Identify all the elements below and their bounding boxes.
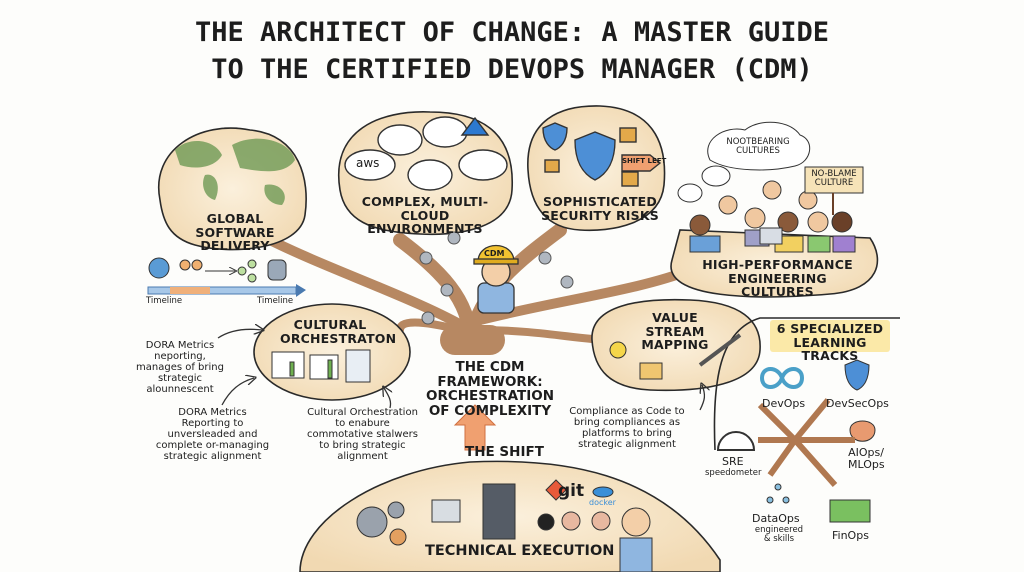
folder-icon [639, 362, 663, 380]
track-sre-sub: speedometer [705, 468, 762, 478]
shield-icon [542, 122, 662, 187]
cloud-icons [344, 116, 508, 191]
multi-cloud-label: COMPLEX, MULTI-CLOUD ENVIRONMENTS [361, 194, 489, 236]
security-risks-label: SOPHISTICATED SECURITY RISKS [541, 194, 659, 223]
compliance-note: Compliance as Code to bring compliances … [569, 406, 685, 450]
thought-cloud [707, 121, 810, 171]
pen-icon [698, 333, 742, 367]
docker-icon [592, 486, 614, 498]
tracks-highlight [770, 320, 890, 352]
track-dataops[interactable]: DataOps [752, 512, 800, 525]
note-dora-left: DORA Metrics neporting, manages of bring… [136, 340, 224, 395]
stressed-engineer [621, 507, 651, 537]
orchestration-label: CULTURAL ORCHESTRATON [280, 317, 397, 346]
global-delivery-label: GLOBAL SOFTWARE DELIVERY [195, 211, 275, 253]
github-icon [537, 513, 555, 531]
world-map-icon [175, 138, 295, 205]
aws-logo: aws [356, 156, 380, 170]
value-stream-label: VALUE STREAM MAPPING [641, 310, 709, 352]
track-icons [716, 359, 876, 523]
hierarchy-icon [766, 483, 790, 504]
title-line-1: THE ARCHITECT OF CHANGE: A MASTER GUIDE [195, 17, 829, 48]
tracks-bracket [713, 317, 900, 451]
track-aiops-mlops[interactable]: AIOps/ MLOps [848, 446, 885, 472]
share-icon [237, 259, 257, 283]
speedometer-icon [716, 431, 756, 451]
lightbulb-icon [609, 341, 627, 359]
shift-arrow [453, 404, 497, 451]
shift-left-sign: SHIFT LEFT [622, 157, 667, 165]
brain-icon [849, 420, 876, 442]
thought-bubble-text: NOOTBEARING CULTURES [726, 137, 790, 157]
chart-icons [271, 349, 371, 383]
cdm-manager-figure [473, 245, 519, 314]
globe-icon [148, 257, 170, 279]
track-sre[interactable]: SRE [722, 455, 744, 468]
technical-icons [356, 479, 653, 572]
note-cultural-bottom: Cultural Orchestration to enabure commot… [307, 407, 418, 462]
note-dora-bottom: DORA Metrics Reporting to unversleaded a… [155, 407, 270, 462]
team-people [689, 180, 856, 253]
git-logo-text: git [558, 481, 585, 501]
hat-label: CDM [484, 249, 505, 258]
jenkins-icon [561, 511, 581, 531]
laptop-icon [759, 227, 783, 245]
technical-execution-label: TECHNICAL EXECUTION [425, 543, 615, 559]
tracks-title: 6 SPECIALIZED LEARNING TRACKS [776, 321, 884, 363]
track-finops[interactable]: FinOps [832, 529, 869, 542]
gear-icons [419, 231, 574, 325]
server-icon [482, 483, 516, 540]
value-stream-icons [609, 333, 742, 380]
gear-icon [356, 506, 388, 538]
engineering-cultures-label: HIGH-PERFORMANCE ENGINEERING CULTURES [702, 257, 853, 299]
timeline-label-right: Timeline [257, 296, 294, 306]
track-dataops-sub: engineered & skills [754, 525, 804, 545]
shield-lock-icon [844, 359, 870, 391]
no-blame-sign [804, 166, 864, 194]
value-stream-blob [591, 298, 761, 392]
timeline-label-left: Timeline [146, 296, 183, 306]
money-icon [829, 499, 871, 523]
timeline [147, 257, 306, 297]
git-icon [545, 479, 567, 501]
title-line-2: TO THE CERTIFIED DEVOPS MANAGER (CDM) [211, 54, 813, 85]
framework-label: THE CDM FRAMEWORK: ORCHESTRATION OF COMP… [425, 359, 555, 419]
track-devops[interactable]: DevOps [762, 397, 806, 410]
track-devsecops[interactable]: DevSecOps [826, 397, 889, 410]
server-rack-icon [431, 499, 461, 523]
docker-logo-text: docker [589, 498, 616, 507]
infinity-icon [759, 367, 805, 389]
no-blame-sign-text: NO-BLAME CULTURE [811, 169, 857, 189]
database-icon [267, 259, 287, 281]
shift-label: THE SHIFT [465, 444, 544, 460]
